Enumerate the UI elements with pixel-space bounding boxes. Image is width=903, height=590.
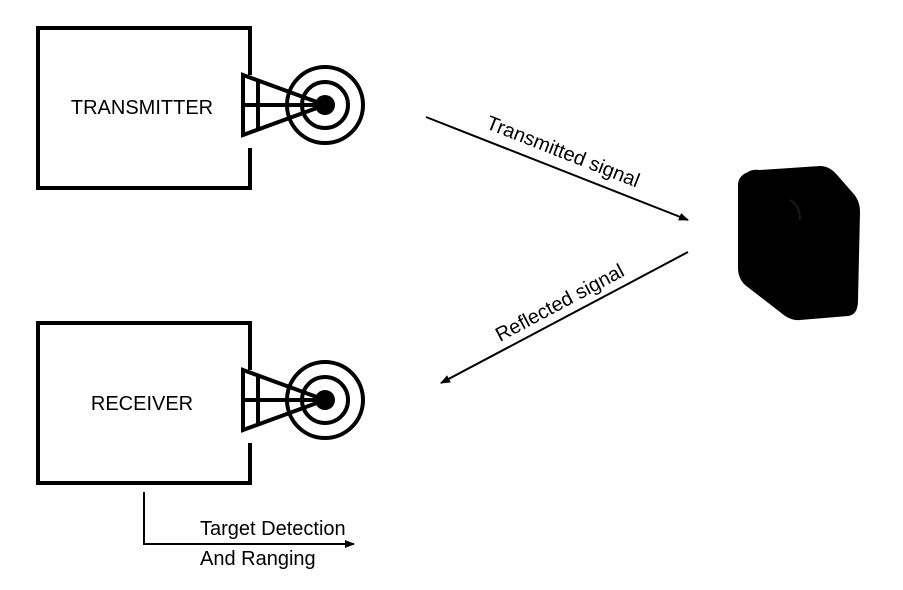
transmitter-label: TRANSMITTER: [71, 97, 213, 119]
detection-output-arrow: [143, 492, 355, 548]
detection-output-label-line2: And Ranging: [200, 548, 316, 570]
transmitted-signal: Transmitted signal: [425, 112, 689, 221]
transmitted-signal-arrow: [425, 116, 689, 221]
detection-output: Target Detection And Ranging: [143, 492, 355, 570]
reflected-signal-arrow: [440, 251, 689, 384]
transmitter-antenna-icon: [241, 65, 365, 145]
receiver-antenna-icon: [241, 360, 365, 440]
receiver-box: RECEIVER: [36, 321, 252, 485]
transmitter-box-outline: [36, 26, 252, 190]
receiver-box-outline: [36, 321, 252, 485]
target-object-icon: [738, 166, 860, 321]
detection-output-label-line1: Target Detection: [200, 518, 346, 540]
transmitted-signal-label: Transmitted signal: [483, 112, 642, 192]
receiver-label: RECEIVER: [91, 393, 193, 415]
reflected-signal: Reflected signal: [440, 251, 689, 384]
reflected-signal-label: Reflected signal: [492, 260, 628, 346]
transmitter-box: TRANSMITTER: [36, 26, 252, 190]
